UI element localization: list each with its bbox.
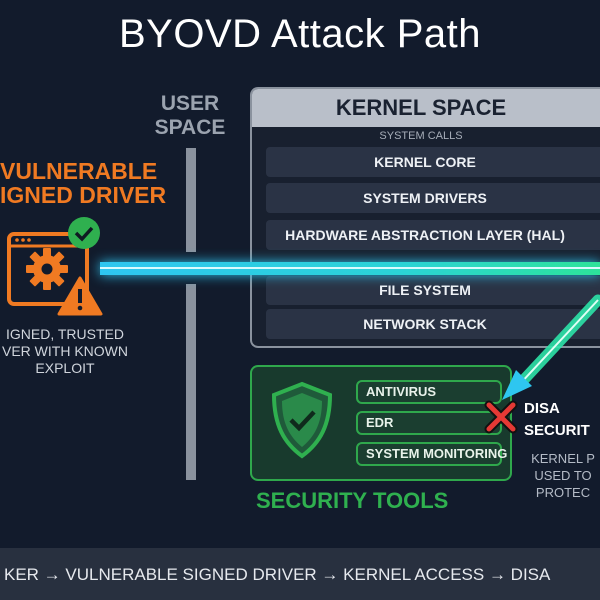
- attack-path-beam: [100, 262, 600, 275]
- system-calls-label: SYSTEM CALLS: [379, 130, 463, 142]
- kernel-layer-kernel-core: KERNEL CORE: [266, 147, 600, 177]
- user-kernel-divider: [186, 284, 196, 480]
- diagonal-attack-beam: [502, 294, 600, 400]
- kernel-layer-system-drivers: SYSTEM DRIVERS: [266, 183, 600, 213]
- arrowhead-icon: [502, 370, 532, 400]
- kernel-layer-network-stack: NETWORK STACK: [266, 309, 600, 339]
- security-item-antivirus: ANTIVIRUS: [356, 380, 502, 404]
- blocked-x-icon: [484, 400, 518, 434]
- check-circle-icon: [68, 217, 100, 249]
- security-tools-title: SECURITY TOOLS: [256, 488, 449, 513]
- kernel-space-header: KERNEL SPACE: [252, 89, 600, 127]
- security-tools-panel: ANTIVIRUS EDR SYSTEM MONITORING: [250, 365, 512, 481]
- security-item-edr: EDR: [356, 411, 502, 435]
- security-item-system-monitoring: SYSTEM MONITORING: [356, 442, 507, 466]
- driver-title: IGNED DRIVER: [0, 182, 167, 208]
- kernel-layer-hal: HARDWARE ABSTRACTION LAYER (HAL): [266, 220, 600, 250]
- user-kernel-divider: [186, 148, 196, 252]
- shield-check-icon: [271, 381, 333, 459]
- flow-summary-text: KER → VULNERABLE SIGNED DRIVER → KERNEL …: [4, 565, 551, 584]
- warning-icon: [57, 276, 103, 316]
- window-gear-icon: [7, 232, 89, 306]
- kernel-layer-file-system: FILE SYSTEM: [266, 276, 600, 305]
- flow-summary-bar: [0, 548, 600, 600]
- driver-title: VULNERABLE: [0, 158, 158, 184]
- kernel-space-panel: KERNEL SPACE SYSTEM CALLS KERNEL CORE SY…: [250, 87, 600, 348]
- page-title: BYOVD Attack Path: [119, 12, 481, 56]
- vulnerable-driver-icon: [7, 217, 103, 316]
